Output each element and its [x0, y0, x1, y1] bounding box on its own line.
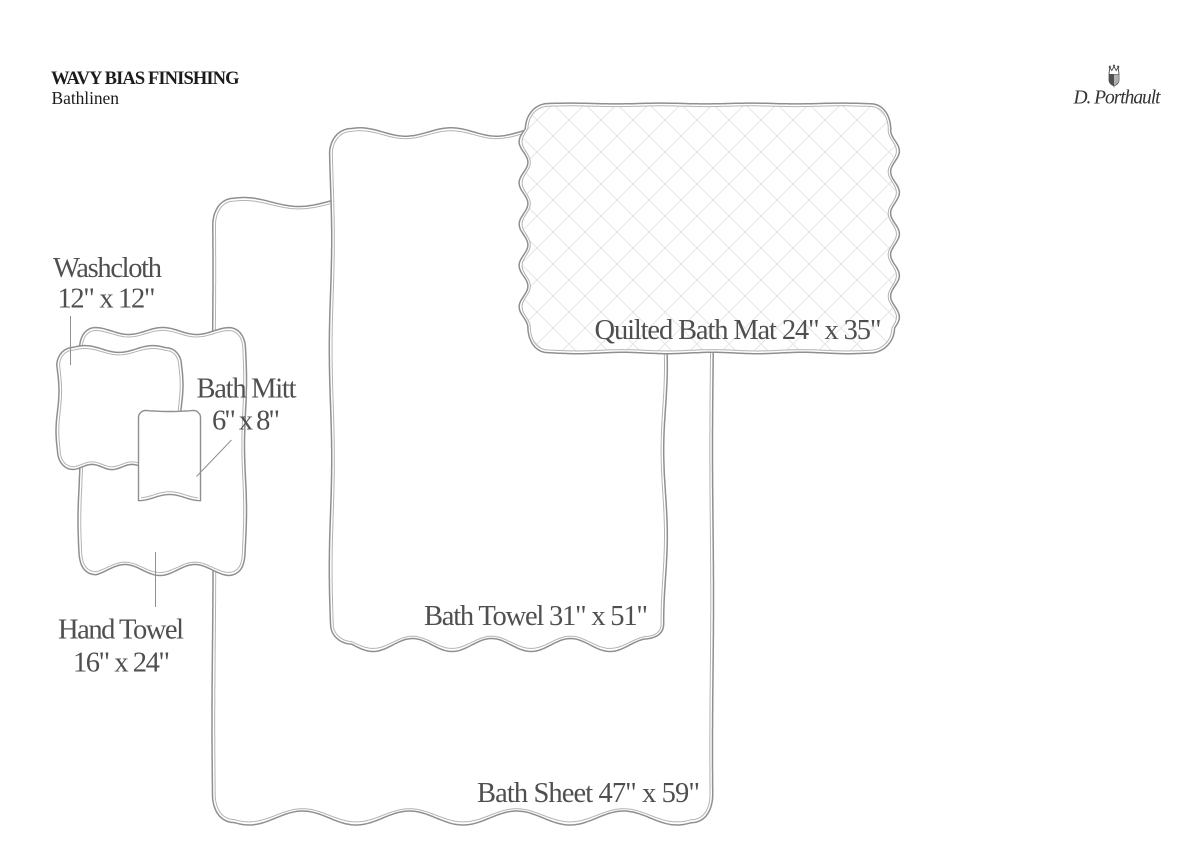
svg-text:Bath Towel 31" x 51": Bath Towel 31" x 51": [424, 601, 648, 632]
svg-text:Bathlinen: Bathlinen: [52, 88, 120, 108]
svg-text:Bath Sheet 47" x 59": Bath Sheet 47" x 59": [477, 778, 700, 809]
svg-text:16" x 24": 16" x 24": [73, 648, 170, 679]
svg-text:12" x 12": 12" x 12": [58, 284, 156, 315]
svg-text:Hand Towel: Hand Towel: [58, 615, 184, 646]
svg-text:6" x 8": 6" x 8": [212, 406, 280, 437]
svg-text:WAVY BIAS FINISHING: WAVY BIAS FINISHING: [51, 69, 240, 89]
svg-text:D. Porthault: D. Porthault: [1073, 88, 1162, 109]
svg-text:Bath Mitt: Bath Mitt: [197, 374, 297, 405]
svg-text:Quilted Bath Mat 24" x 35": Quilted Bath Mat 24" x 35": [595, 315, 882, 346]
svg-text:Washcloth: Washcloth: [53, 253, 162, 284]
